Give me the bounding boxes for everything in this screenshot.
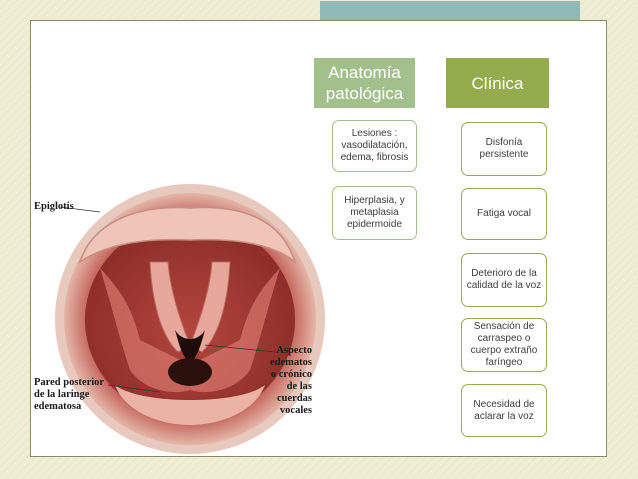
- label-aspecto: Aspecto edematos o crónico de las cuerda…: [262, 345, 312, 417]
- epiglottis-shape: [78, 206, 297, 265]
- label-aspecto-line: Aspecto: [276, 345, 312, 356]
- card-lesiones: Lesiones : vasodilatación, edema, fibros…: [332, 120, 417, 172]
- glottis-dark: [168, 358, 212, 386]
- header-clinica: Clínica: [446, 58, 549, 108]
- aspecto-leader: [204, 344, 276, 353]
- pared-leader: [107, 384, 161, 393]
- card-aclarar-voz: Necesidad de aclarar la voz: [461, 384, 547, 437]
- label-pared-line: Pared posterior: [34, 377, 105, 388]
- label-pared: Pared posterior de la laringe edematosa: [34, 377, 104, 413]
- label-aspecto-line: edematos: [270, 357, 312, 368]
- aryepiglottic-folds: [100, 268, 280, 393]
- label-aspecto-line: cuerdas: [277, 393, 312, 404]
- card-disfonia: Disfonía persistente: [461, 122, 547, 176]
- label-epiglotis: Epiglotis: [34, 201, 74, 212]
- label-aspecto-line: o crónico: [270, 369, 312, 380]
- label-aspecto-line: vocales: [279, 405, 312, 416]
- posterior-wall: [115, 385, 265, 425]
- card-sensacion-carraspeo: Sensación de carraspeo o cuerpo extraño …: [461, 318, 547, 372]
- card-hiperplasia: Hiperplasia, y metaplasia epidermoide: [332, 186, 417, 240]
- card-deterioro-voz: Deterioro de la calidad de la voz: [461, 253, 547, 307]
- header-anatomia-patologica: Anatomía patológica: [314, 58, 415, 108]
- card-fatiga-vocal: Fatiga vocal: [461, 188, 547, 240]
- glottis-opening: [175, 330, 205, 362]
- label-pared-line: de la laringe: [34, 389, 90, 400]
- label-pared-line: edematosa: [34, 401, 82, 412]
- label-aspecto-line: de las: [286, 381, 312, 392]
- epiglotis-leader: [59, 206, 101, 213]
